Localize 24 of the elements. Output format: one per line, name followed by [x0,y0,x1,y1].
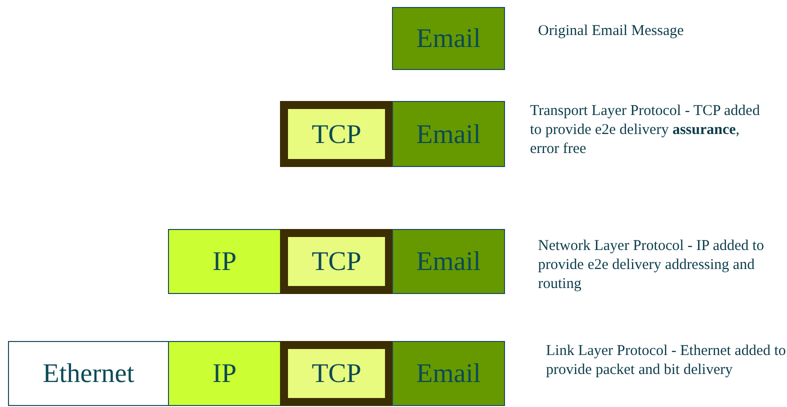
segment-label: IP [212,358,236,389]
layer-description: Original Email Message [538,22,685,41]
tcp-segment [280,341,393,406]
segment-label: Email [416,246,481,277]
layer-description: Transport Layer Protocol - TCP added to provide e2e delivery assurance, error free [530,102,761,159]
tcp-segment [280,229,393,294]
email-segment [392,229,505,294]
ip-segment [168,341,281,406]
email-segment [392,7,505,70]
segment-label: IP [212,246,236,277]
segment-label: Ethernet [42,358,134,389]
segment-label: TCP [312,246,362,277]
segment-label: Email [416,23,481,54]
email-segment [392,341,505,406]
email-segment [392,101,505,167]
tcp-segment [280,101,393,167]
ip-segment [168,229,281,294]
segment-label: TCP [312,358,362,389]
layer-description: Link Layer Protocol - Ethernet added to provide packet and bit delivery [546,342,786,380]
segment-label: Email [416,118,481,150]
ethernet-segment [8,341,169,406]
segment-label: Email [416,358,481,389]
layer-description: Network Layer Protocol - IP added to provide e2e delivery addressing and routing [538,237,766,294]
segment-label: TCP [312,118,362,150]
